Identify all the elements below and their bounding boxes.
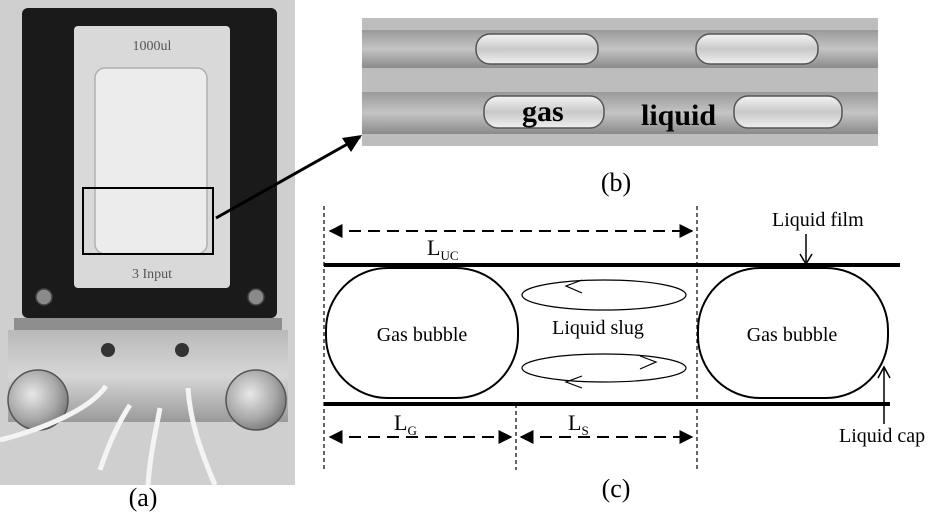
- gas-bubble-right-label: Gas bubble: [747, 324, 838, 346]
- zoom-region-box: [82, 187, 214, 255]
- liquid-cap-pointer-head: [877, 365, 891, 379]
- bubble-bottom-1: [483, 95, 605, 129]
- panel-b-caption: (b): [601, 168, 631, 197]
- knob-right: [225, 369, 287, 431]
- liquid-cap-label: Liquid cap: [839, 425, 925, 447]
- slug-vortex-bottom-arrow-2: [564, 375, 583, 389]
- panel-c-caption: (c): [602, 474, 631, 503]
- panel-a-photo: 1000ul 3 Input: [0, 0, 295, 486]
- unit-cell-label: LUC: [427, 235, 459, 263]
- zoom-arrow-head: [342, 135, 362, 152]
- zoom-arrow: [215, 135, 361, 220]
- tube-4: [145, 407, 163, 486]
- screw-left: [35, 288, 53, 306]
- gas-length-label: LG: [394, 410, 417, 438]
- tube-1: [0, 384, 109, 443]
- liquid-film-label: Liquid film: [772, 209, 864, 231]
- liquid-film-pointer-head: [799, 253, 813, 266]
- bubble-top-1: [475, 33, 599, 65]
- tube-2: [97, 403, 133, 471]
- panel-b-micrograph: gas liquid: [362, 18, 878, 146]
- panel-a-caption: (a): [129, 483, 158, 512]
- slug-vortex-top: [521, 279, 687, 311]
- bubble-bottom-2: [733, 95, 843, 129]
- bubble-top-2: [695, 33, 819, 65]
- slug-vortex-bottom: [521, 353, 687, 383]
- liquid-label: liquid: [641, 99, 716, 132]
- gas-bubble-right: [697, 267, 889, 399]
- slug-length-label: LS: [568, 410, 589, 438]
- chip-chamber: [94, 67, 208, 255]
- tube-3: [185, 387, 218, 486]
- gas-bubble-left: [325, 267, 519, 399]
- chip-bottom-label: 3 Input: [132, 267, 172, 282]
- chip-top-label: 1000ul: [133, 39, 172, 54]
- liquid-slug-label: Liquid slug: [552, 317, 644, 339]
- port-right: [175, 343, 189, 357]
- screw-right: [247, 288, 265, 306]
- port-left: [101, 343, 115, 357]
- gas-bubble-left-label: Gas bubble: [377, 324, 468, 346]
- panel-c-schematic: Gas bubble Gas bubble Liquid slug LUC LG…: [323, 206, 925, 470]
- gas-label: gas: [522, 95, 564, 128]
- slug-vortex-bottom-arrow: [639, 355, 658, 370]
- slug-vortex-top-arrow: [564, 279, 583, 294]
